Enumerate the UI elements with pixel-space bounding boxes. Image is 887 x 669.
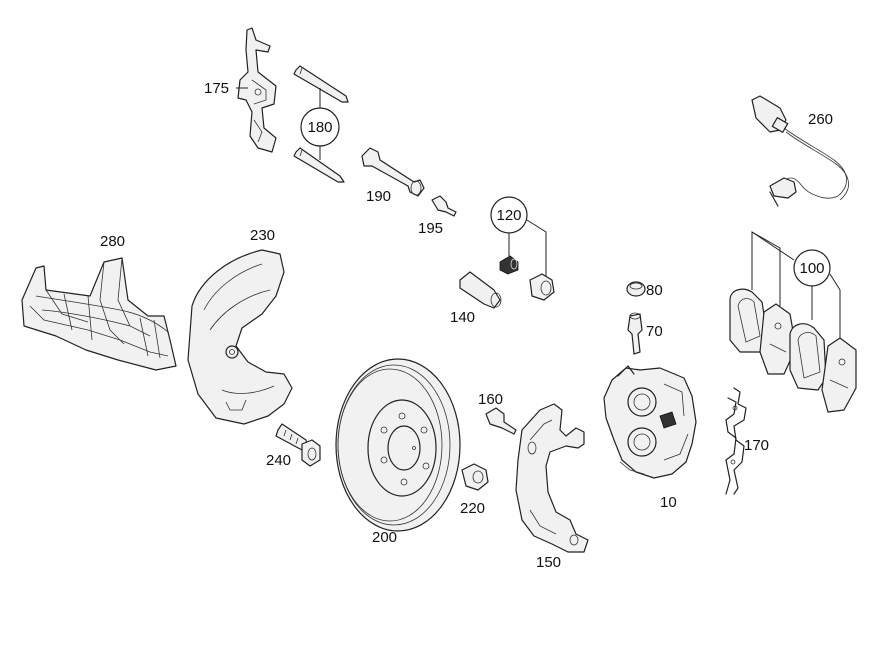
part-150-caliper-bracket [515, 403, 589, 553]
part-260-wear-sensor [751, 95, 849, 207]
label-280: 280 [100, 233, 125, 250]
part-160-bolt [485, 407, 517, 435]
label-150: 150 [536, 554, 561, 571]
label-175: 175 [204, 80, 229, 97]
part-240-hub-bolt [275, 423, 321, 467]
part-170-spring-clip [725, 387, 747, 495]
part-220-nut [461, 463, 489, 491]
label-80: 80 [646, 282, 663, 299]
part-180-guide-pins [293, 65, 349, 183]
part-10-brake-caliper [603, 365, 697, 479]
label-195: 195 [418, 220, 443, 237]
label-220: 220 [460, 500, 485, 517]
label-100: 100 [799, 260, 824, 277]
label-160: 160 [478, 391, 503, 408]
label-140: 140 [450, 309, 475, 326]
part-200-brake-disc [335, 358, 461, 532]
label-190: 190 [366, 188, 391, 205]
label-180: 180 [307, 119, 332, 136]
part-100-brake-pads [729, 288, 857, 413]
label-120: 120 [496, 207, 521, 224]
label-240: 240 [266, 452, 291, 469]
part-195-bolt [431, 195, 457, 217]
label-170: 170 [744, 437, 769, 454]
part-230-splash-shield [187, 249, 293, 425]
label-10: 10 [660, 494, 677, 511]
part-280-bracket [21, 257, 177, 371]
label-260: 260 [808, 111, 833, 128]
part-190-guide-bolt [361, 147, 425, 197]
callout-180 [300, 107, 340, 147]
label-70: 70 [646, 323, 663, 340]
part-140-sleeve [459, 271, 502, 309]
label-200: 200 [372, 529, 397, 546]
part-175-anti-rattle-clip [237, 27, 277, 153]
part-120-bushings [499, 255, 555, 301]
label-230: 230 [250, 227, 275, 244]
part-70-bleed-screw [627, 312, 643, 355]
part-80-cap [626, 281, 646, 297]
